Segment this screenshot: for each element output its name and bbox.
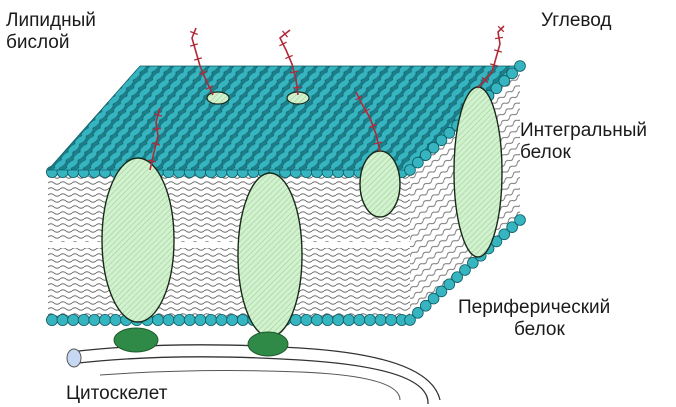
- lipid-head: [311, 314, 322, 325]
- lipid-head: [322, 314, 333, 325]
- lipid-head: [110, 314, 121, 325]
- label-integral-protein-line1: Интегральный: [520, 120, 647, 142]
- lipid-head: [237, 314, 248, 325]
- label-peripheral-protein-line2: белок: [458, 319, 610, 341]
- cytoskeleton-end: [67, 349, 81, 367]
- label-lipid-bilayer: Липидный бислой: [6, 10, 96, 54]
- lipid-head: [343, 314, 354, 325]
- lipid-head: [68, 314, 79, 325]
- lipid-head: [386, 314, 397, 325]
- lipid-head: [375, 314, 386, 325]
- lipid-head: [163, 314, 174, 325]
- lipid-head: [174, 314, 185, 325]
- lipid-head: [216, 314, 227, 325]
- label-lipid-bilayer-line1: Липидный: [6, 10, 96, 32]
- lipid-head: [57, 314, 68, 325]
- lipid-head: [333, 314, 344, 325]
- label-integral-protein-line2: белок: [520, 142, 647, 164]
- lipid-head: [78, 314, 89, 325]
- lipid-head: [89, 314, 100, 325]
- label-lipid-bilayer-line2: бислой: [6, 32, 96, 54]
- label-peripheral-protein: Периферический белок: [458, 297, 610, 341]
- peripheral-protein-2: [248, 332, 288, 356]
- surface-protein-small-1: [207, 92, 229, 104]
- lipid-head: [301, 314, 312, 325]
- lipid-head: [195, 314, 206, 325]
- integral-protein-4: [454, 87, 502, 257]
- lipid-head: [227, 314, 238, 325]
- label-carbohydrate: Углевод: [541, 10, 612, 32]
- lipid-head: [99, 314, 110, 325]
- integral-protein-3: [360, 151, 400, 217]
- integral-protein-2: [238, 173, 302, 337]
- label-cytoskeleton: Цитоскелет: [66, 383, 167, 405]
- lipid-head: [515, 61, 526, 72]
- label-integral-protein: Интегральный белок: [520, 120, 647, 164]
- lipid-head: [184, 314, 195, 325]
- lipid-head: [46, 314, 57, 325]
- lipid-head: [515, 215, 526, 226]
- lipid-head: [152, 314, 163, 325]
- lipid-head: [205, 314, 216, 325]
- lipid-head: [354, 314, 365, 325]
- integral-protein-1: [102, 158, 174, 322]
- lipid-head: [364, 314, 375, 325]
- label-peripheral-protein-line1: Периферический: [458, 297, 610, 319]
- peripheral-protein-1: [114, 328, 158, 352]
